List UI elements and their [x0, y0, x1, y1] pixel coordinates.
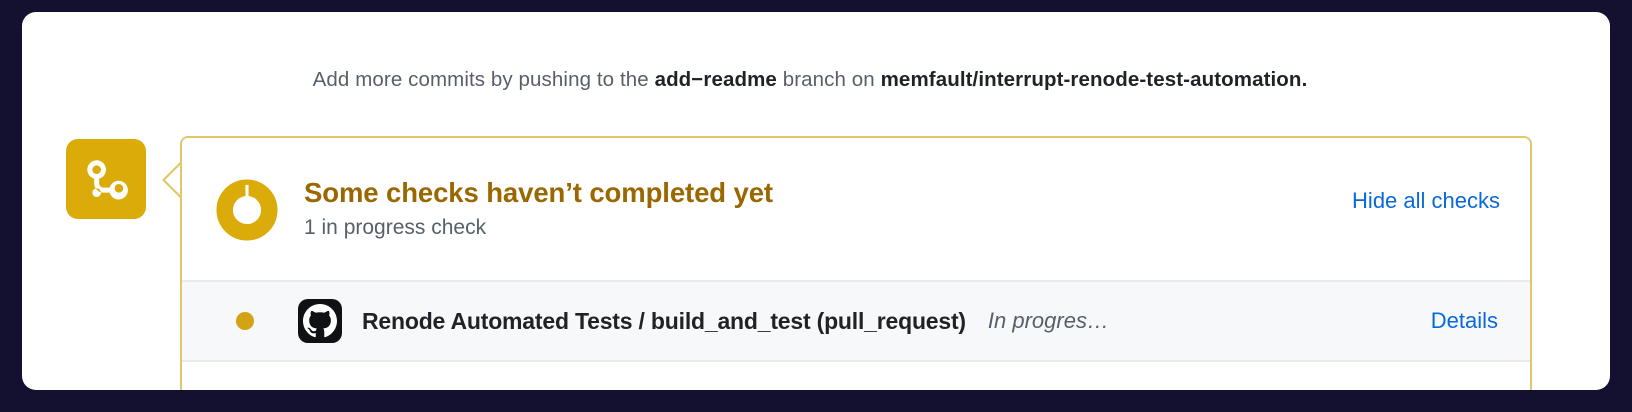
checks-card: Some checks haven’t completed yet 1 in p… [180, 136, 1532, 390]
check-name: Renode Automated Tests / build_and_test … [362, 307, 966, 334]
branch-name: add−readme [654, 68, 777, 91]
merge-hint-middle: branch on [782, 68, 875, 91]
merge-hint-text: Add more commits by pushing to the add−r… [160, 58, 1460, 102]
repository-name: memfault/interrupt-renode-test-automatio… [880, 68, 1302, 91]
check-details-link[interactable]: Details [1430, 308, 1498, 333]
check-row-divider [182, 360, 1530, 362]
pending-dot-icon [236, 312, 254, 330]
checks-next-row-partial [182, 362, 1530, 390]
hide-all-checks-link[interactable]: Hide all checks [1352, 188, 1500, 213]
checks-subtitle: 1 in progress check [304, 216, 487, 240]
merge-hint-lead: Add more commits by pushing to the [312, 68, 649, 91]
in-progress-spinner-icon [216, 179, 278, 241]
checks-header-divider [182, 280, 1530, 282]
github-octocat-icon [298, 299, 342, 343]
table-row[interactable]: Renode Automated Tests / build_and_test … [182, 282, 1530, 360]
checks-card-caret-inner [165, 162, 183, 198]
checks-title: Some checks haven’t completed yet [304, 176, 773, 208]
checks-card-header: Some checks haven’t completed yet 1 in p… [182, 138, 1530, 280]
checks-header-text: Some checks haven’t completed yet 1 in p… [304, 177, 1352, 242]
page-card: Add more commits by pushing to the add−r… [22, 12, 1610, 390]
check-state: In progres… [987, 308, 1109, 333]
git-pull-request-icon [83, 156, 129, 202]
status-badge [66, 139, 146, 219]
merge-hint-period: . [1301, 68, 1308, 91]
